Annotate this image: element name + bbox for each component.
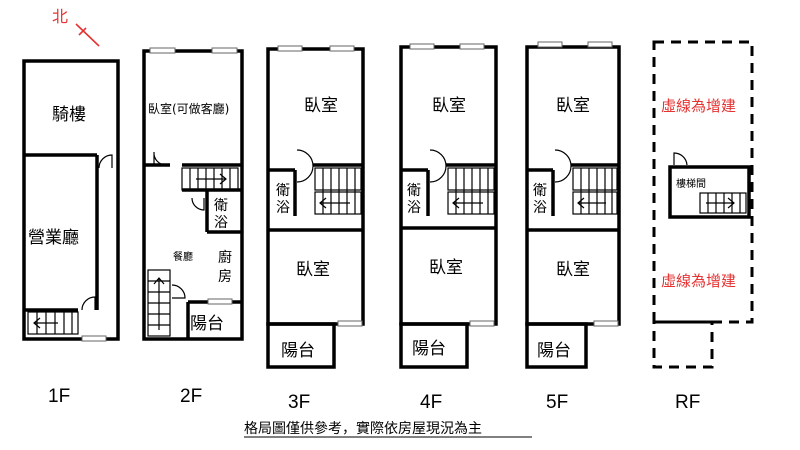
f5-stair-treads	[577, 168, 613, 214]
f4-window-rear	[469, 320, 495, 327]
floor-1f: 騎樓 營業廳	[22, 59, 120, 342]
rf-stairwell-label: 樓梯間	[676, 177, 706, 190]
floor-3f: 衛 浴 臥室 臥室 陽台	[266, 45, 365, 369]
f2-window-right	[211, 47, 238, 54]
f4-bath-1: 衛	[407, 183, 421, 199]
f4-balcony	[399, 322, 469, 369]
f3-balcony	[266, 322, 336, 369]
f5-bedroom-back: 臥室	[556, 260, 590, 280]
floor-label-2f: 2F	[180, 386, 202, 407]
f2-stair-treads-lower	[148, 277, 170, 330]
f5-balcony-label: 陽台	[537, 341, 571, 361]
f5-bath-1: 衛	[533, 183, 547, 199]
f5-bath-2: 浴	[533, 200, 547, 216]
f2-door-swing	[153, 151, 167, 166]
f1-door-swing-lower	[81, 296, 96, 311]
f2-dining: 餐廳	[173, 250, 193, 263]
floor-label-1f: 1F	[48, 386, 70, 407]
f5-stairs-upper	[572, 167, 618, 191]
f5-balcony	[525, 322, 588, 369]
north-arrow-line	[75, 23, 100, 47]
f3-bath-2: 浴	[276, 200, 290, 216]
f5-window-left	[537, 41, 563, 48]
f4-stairs-upper	[447, 167, 495, 191]
f2-window-left	[149, 47, 176, 54]
f3-stair-treads	[319, 168, 356, 214]
f3-balcony-label: 陽台	[281, 341, 315, 361]
f1-outer-wall	[22, 59, 120, 341]
f4-stairs-lower	[447, 191, 495, 215]
f4-bedroom-front: 臥室	[432, 96, 466, 116]
rf-stairs	[699, 192, 747, 214]
f1-business-hall-label: 營業廳	[28, 228, 79, 248]
f5-door-swing	[554, 149, 572, 183]
rf-dashed-outline	[652, 40, 754, 324]
north-indicator: 北	[52, 7, 100, 47]
f3-bath-1: 衛	[276, 183, 290, 199]
floor-2f: 衛 浴 廚 房 餐廳 陽台 臥室(可做客廳)	[142, 47, 244, 341]
f2-balcony-door	[171, 284, 186, 299]
f3-door-swing	[296, 149, 314, 183]
f5-stairs-lower	[572, 191, 618, 215]
f3-stairs-upper	[314, 167, 362, 191]
f3-bedroom-front: 臥室	[304, 96, 338, 116]
f3-window-rear	[337, 320, 363, 327]
f2-balcony-window	[207, 298, 233, 305]
f4-window-right	[459, 43, 485, 50]
rf-door-swing	[673, 152, 688, 166]
f1-window	[81, 335, 107, 342]
rf-stair-treads	[706, 193, 741, 213]
f4-door-swing	[429, 149, 447, 183]
f1-stairs	[27, 311, 79, 335]
f4-stair-treads	[452, 168, 489, 214]
floor-4f: 衛 浴 臥室 臥室 陽台	[399, 43, 498, 369]
f3-bedroom-back: 臥室	[296, 260, 330, 280]
rf-addition-bottom: 虛線為增建	[661, 272, 736, 290]
f5-window-right	[587, 41, 613, 48]
north-label: 北	[52, 7, 68, 26]
floor-5f: 衛 浴 臥室 臥室 陽台	[525, 41, 621, 369]
floor-label-4f: 4F	[420, 392, 442, 413]
f2-kitchen-2: 房	[218, 269, 232, 285]
f3-window-left	[277, 45, 303, 52]
floor-label-rf: RF	[675, 392, 700, 413]
f2-bath-1: 衛	[214, 198, 228, 214]
f5-window-rear	[593, 320, 619, 327]
f2-bath-2: 浴	[214, 215, 228, 231]
footer-note: 格局圖僅供參考，實際依房屋現況為主	[244, 420, 482, 437]
f2-outer-wall	[142, 49, 244, 341]
rf-stairwell	[668, 165, 751, 219]
rf-addition-top: 虛線為增建	[661, 97, 736, 115]
f2-bedroom-label: 臥室(可做客廳)	[148, 101, 229, 116]
f2-balcony-label: 陽台	[190, 314, 224, 334]
f1-stair-treads	[33, 312, 73, 334]
f3-stairs-lower	[314, 191, 362, 215]
f4-balcony-label: 陽台	[412, 339, 446, 359]
f1-door-swing	[98, 154, 113, 169]
floor-label-3f: 3F	[288, 392, 310, 413]
f4-window-left	[409, 43, 435, 50]
f2-kitchen-1: 廚	[218, 249, 232, 266]
floor-rf: 樓梯間 虛線為增建 虛線為增建	[652, 40, 754, 369]
north-arrow-tick	[78, 27, 87, 36]
floor-label-5f: 5F	[546, 392, 568, 413]
f3-window-right	[329, 45, 355, 52]
f2-stair-treads-upper	[189, 168, 231, 190]
f1-arcade-label: 騎樓	[52, 105, 86, 125]
f5-bedroom-front: 臥室	[556, 96, 590, 116]
f4-bedroom-back: 臥室	[429, 258, 463, 278]
rf-dashed-balcony	[652, 320, 714, 369]
f4-bath-2: 浴	[407, 200, 421, 216]
f2-bath-door	[191, 197, 205, 211]
